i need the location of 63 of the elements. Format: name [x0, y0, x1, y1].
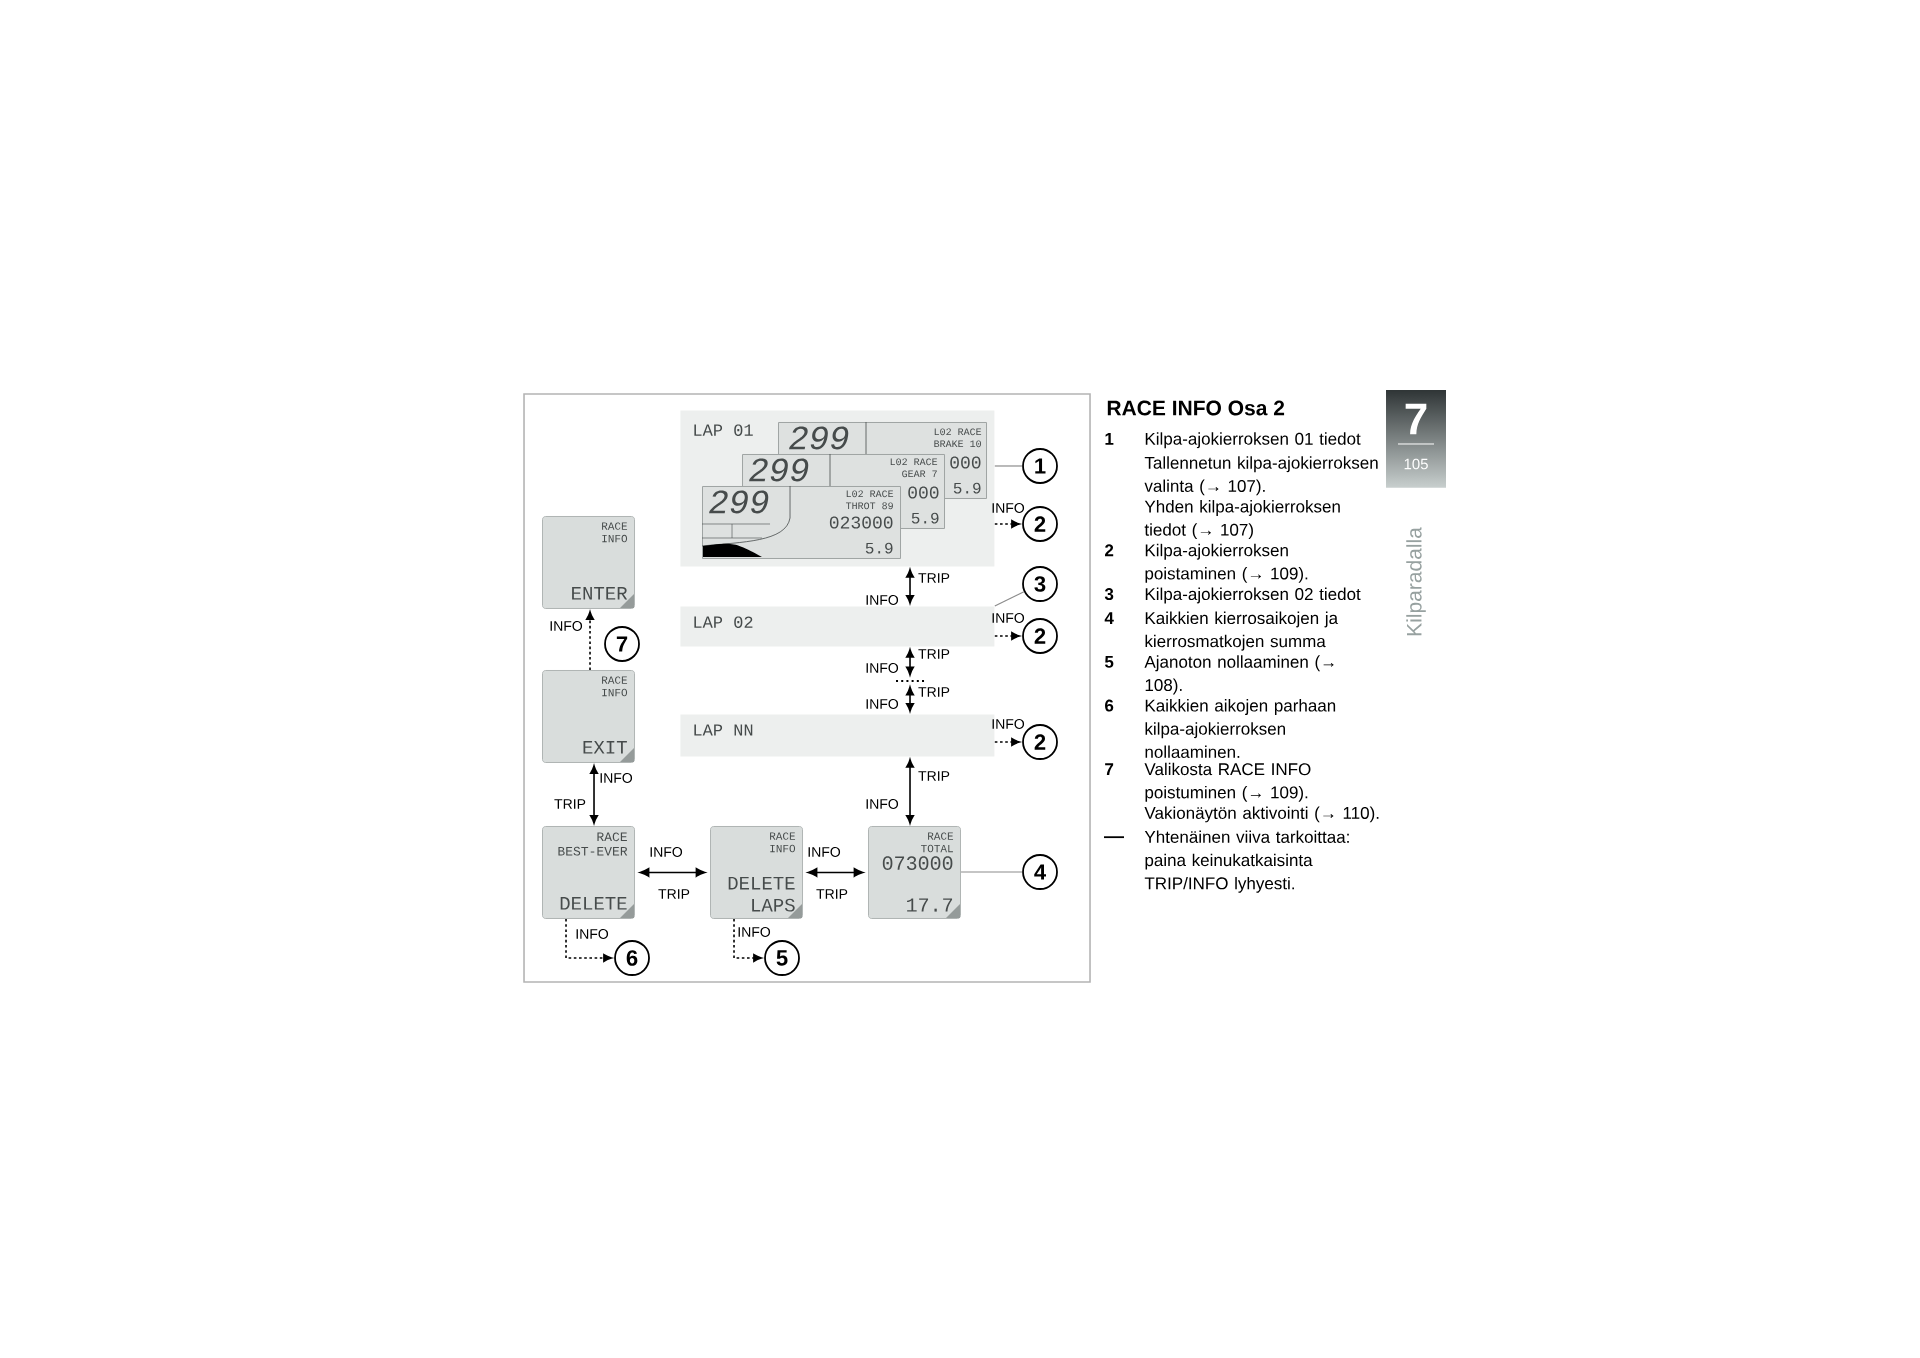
lcd-screen: [868, 826, 961, 919]
double-arrow: [905, 568, 915, 604]
lap-label: LAP 01: [694, 424, 753, 436]
item-text: Kaikkien kierrosaikojen ja kierrosmatkojen summa: [1145, 611, 1339, 651]
lcd-text: 073000: [882, 856, 953, 870]
lcd-text: 5.9: [953, 482, 981, 494]
dotted-arrow: [585, 611, 595, 671]
item-text: Kaikkien aikojen parhaan kilpa-ajokierroksen nollaaminen.: [1145, 699, 1336, 758]
lcd-screen: [542, 826, 635, 919]
lap-band: [680, 606, 995, 647]
double-arrow: [639, 868, 706, 877]
item-text: Yhden kilpa-ajokierroksen tiedot (→ 107): [1144, 500, 1340, 540]
chapter-number: 7: [1405, 403, 1427, 435]
lap-label: LAP NN: [694, 724, 753, 736]
lcd-text: 17.7: [907, 898, 953, 912]
item-text: Kilpa-ajokierroksen poistaminen (→ 109).: [1145, 543, 1308, 583]
leader-line: [994, 591, 1025, 607]
item-text: Kilpa-ajokierroksen 02 tiedot: [1145, 587, 1361, 604]
item-number: 4: [1104, 612, 1114, 624]
dotted-arrow: [733, 918, 763, 963]
running-head: Kilparadalla: [1406, 527, 1426, 636]
dotted-arrow: [994, 737, 1021, 747]
item-text: Vakionäytön aktivointi (→ 110).: [1144, 806, 1379, 823]
item-number: 3: [1104, 588, 1114, 601]
double-arrow: [807, 868, 864, 877]
lcd-text: ENTER: [572, 587, 628, 600]
leader-line: [960, 871, 1023, 873]
dotted-arrow: [994, 631, 1021, 641]
legend-text: Yhtenäinen viiva tarkoittaa: paina keinukatkaisinta TRIP/INFO lyhyesti.: [1144, 830, 1349, 893]
leader-line: [994, 465, 1023, 467]
lap-band: [680, 714, 995, 757]
lcd-text: 5.9: [865, 542, 893, 554]
lcd-text: DELETE: [560, 897, 627, 910]
double-arrow: [905, 648, 915, 676]
lcd-screen: [542, 516, 635, 609]
lap-label: LAP 02: [694, 616, 753, 628]
lcd-screen: [710, 826, 803, 919]
lcd-screen: [701, 485, 901, 559]
lcd-text: 023000: [829, 516, 893, 529]
lcd-text: DELETE LAPS: [728, 876, 795, 912]
double-arrow: [905, 686, 915, 712]
item-number: 1: [1105, 432, 1114, 445]
double-arrow: [905, 758, 915, 824]
item-number: 5: [1104, 656, 1114, 668]
lcd-screen: [542, 670, 635, 763]
dotted-arrow: [994, 519, 1021, 529]
dotted-arrow: [565, 918, 613, 963]
item-number: 2: [1105, 544, 1114, 557]
item-text: Kilpa-ajokierroksen 01 tiedot: [1145, 432, 1361, 449]
lcd-text: 299: [709, 490, 769, 514]
lcd-text: 299: [789, 426, 849, 450]
lcd-text: EXIT: [583, 741, 627, 754]
lcd-text: 5.9: [911, 512, 939, 524]
item-text: Valikosta RACE INFO poistuminen (→ 109).: [1144, 762, 1311, 802]
heading: RACE INFO Osa 2: [1107, 400, 1285, 416]
item-number: 7: [1105, 763, 1114, 776]
lcd-text: 299: [749, 458, 809, 482]
item-text: Ajanoton nollaaminen (→ 108).: [1144, 655, 1334, 695]
item-text: Tallennetun kilpa-ajokierroksen valinta (→ 107).: [1144, 456, 1378, 496]
double-arrow: [589, 765, 599, 824]
lcd-text: 000: [908, 486, 939, 499]
item-number: 6: [1105, 699, 1114, 712]
lcd-text: 000: [950, 456, 981, 469]
